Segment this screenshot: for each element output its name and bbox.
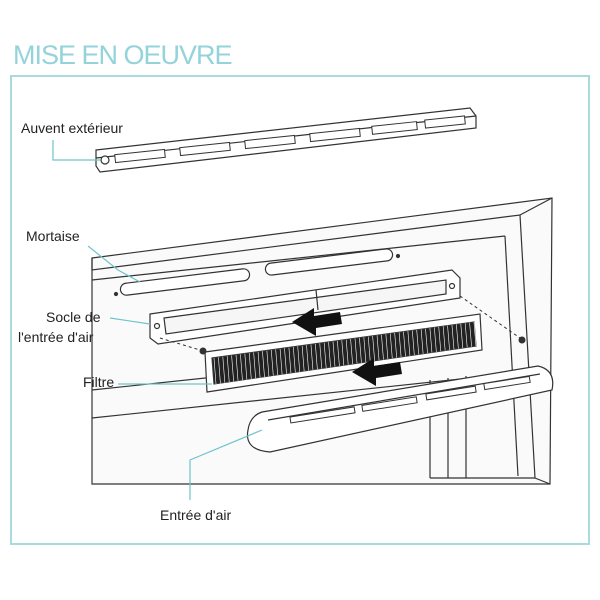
filter-mesh-line	[218, 357, 221, 384]
arrow-icon	[352, 358, 402, 386]
label-mortaise: Mortaise	[26, 228, 80, 244]
filter-mesh-line	[350, 339, 353, 365]
filter-mesh-line	[257, 351, 261, 378]
filter-mesh-line	[385, 334, 389, 359]
filter-mesh-line	[315, 343, 318, 370]
filter-mesh-line	[248, 353, 252, 379]
leader-lines	[52, 140, 263, 500]
arrow-icon	[292, 308, 342, 336]
filter-mesh-line	[412, 330, 415, 356]
filter-mesh-line	[240, 354, 243, 381]
filter-mesh-line	[451, 325, 455, 350]
filter-mesh-line	[460, 323, 464, 348]
filter-mesh-line	[301, 345, 305, 372]
filter-mesh-line	[442, 326, 446, 351]
filter-mesh-line	[328, 342, 331, 368]
filter	[204, 313, 483, 393]
filter-mesh-line	[376, 335, 380, 361]
filter-mesh-line	[275, 349, 278, 376]
filter-mesh-line	[464, 323, 468, 348]
filter-mesh-line	[359, 337, 362, 363]
filter-mesh-line	[389, 333, 393, 359]
filter-mesh-line	[425, 328, 428, 354]
filter-mesh-line	[253, 352, 256, 379]
filter-mesh-line	[284, 348, 287, 374]
filter-mesh-line	[262, 351, 265, 377]
filter-mesh-line	[244, 353, 248, 380]
filter-mesh-line	[226, 356, 230, 383]
filter-mesh-line	[306, 345, 309, 371]
filter-mesh-line	[438, 326, 442, 352]
outer-hood	[95, 107, 477, 173]
label-socle-line2: l'entrée d'air	[18, 329, 94, 345]
filter-mesh-line	[341, 340, 345, 366]
label-entree-d-air: Entrée d'air	[160, 507, 232, 523]
filter-mesh-line	[381, 334, 384, 360]
air-inlet-base	[149, 269, 461, 345]
label-auvent-exterieur: Auvent extérieur	[21, 120, 123, 136]
filter-mesh-line	[231, 355, 234, 382]
filter-mesh-line	[429, 328, 433, 353]
filter-mesh-line	[297, 346, 301, 372]
top-band	[0, 0, 600, 38]
filter-mesh-line	[469, 322, 472, 347]
filter-mesh-line	[270, 350, 274, 376]
filter-mesh-line	[434, 327, 437, 352]
filter-mesh-line	[279, 348, 283, 375]
filter-mesh-line	[407, 331, 411, 356]
filter-mesh-line	[372, 336, 375, 361]
filter-mesh-line	[403, 331, 406, 357]
filter-mesh-line	[288, 347, 292, 374]
screws	[159, 295, 526, 355]
filter-mesh-line	[398, 332, 402, 357]
filter-mesh-line	[293, 346, 296, 373]
filter-mesh-line	[394, 332, 397, 358]
filter-mesh-line	[310, 344, 314, 370]
filter-mesh-line	[337, 340, 340, 366]
air-inlet-cover	[246, 365, 554, 453]
filter-mesh-line	[420, 329, 424, 354]
filter-mesh-line	[235, 354, 239, 381]
filter-mesh-line	[222, 356, 226, 383]
filter-mesh-line	[323, 342, 327, 368]
filter-mesh-line	[345, 339, 349, 365]
filter-mesh-line	[367, 336, 371, 362]
filter-mesh-line	[354, 338, 358, 364]
filter-mesh-line	[332, 341, 336, 367]
mortise-slots	[113, 248, 401, 297]
insertion-arrows	[292, 308, 402, 386]
filter-mesh-line	[456, 324, 459, 349]
filter-mesh-line	[447, 325, 450, 350]
filter-mesh-line	[473, 321, 477, 347]
filter-mesh-line	[416, 329, 420, 355]
label-socle-line1: Socle de	[46, 309, 101, 325]
filter-mesh-line	[363, 337, 367, 363]
section-title: MISE EN OEUVRE	[13, 40, 233, 70]
filter-mesh-line	[213, 357, 217, 385]
filter-mesh-line	[266, 350, 270, 377]
bottom-band	[0, 560, 600, 600]
label-filtre: Filtre	[83, 374, 115, 390]
filter-mesh-line	[319, 343, 323, 369]
